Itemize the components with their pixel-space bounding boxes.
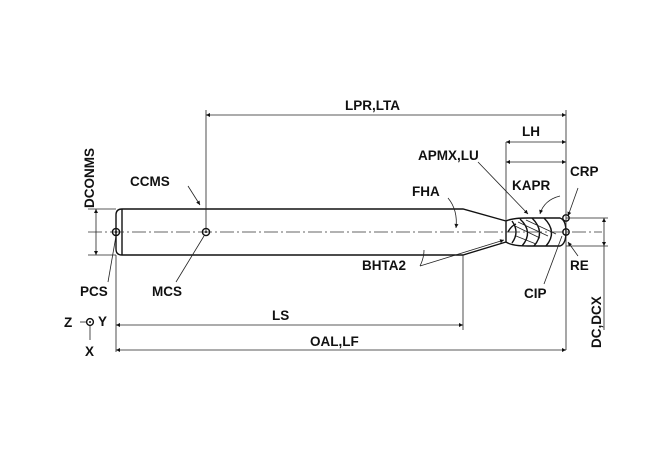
label-lpr-lta: LPR,LTA (345, 98, 400, 113)
re-leader (567, 241, 579, 257)
label-dconms: DCONMS (82, 148, 97, 208)
bhta2-leader (419, 239, 505, 267)
extension-lines (88, 110, 608, 352)
label-ccms: CCMS (130, 174, 170, 189)
tool-body (88, 208, 602, 256)
label-mcs: MCS (152, 284, 182, 299)
label-cip: CIP (524, 286, 547, 301)
apmx-leader (477, 161, 529, 215)
label-crp: CRP (570, 164, 599, 179)
label-kapr: KAPR (512, 178, 551, 193)
crp-marker-icon (562, 214, 570, 222)
label-re: RE (570, 258, 589, 273)
label-axis-y: Y (98, 314, 107, 329)
mcs-marker-icon (201, 227, 211, 237)
cip-marker-icon (562, 228, 570, 236)
mcs-leader (175, 235, 205, 283)
label-oal-lf: OAL,LF (310, 334, 359, 349)
label-pcs: PCS (80, 284, 108, 299)
fha-arc (447, 197, 459, 229)
label-fha: FHA (412, 184, 440, 199)
coordinate-markers (80, 214, 570, 340)
label-axis-z: Z (64, 315, 72, 330)
ccms-leader (187, 185, 201, 206)
bhta2-arc (419, 249, 425, 267)
labels: LPR,LTA LH APMX,LU DCONMS CCMS FHA KAPR … (64, 98, 604, 359)
pcs-marker-icon (111, 227, 121, 237)
crp-leader (567, 187, 579, 217)
label-lh: LH (522, 124, 540, 139)
label-ls: LS (272, 308, 289, 323)
dimension-lines (94, 113, 606, 352)
kapr-arc (539, 195, 561, 215)
label-apmx-lu: APMX,LU (418, 148, 479, 163)
label-axis-x: X (85, 344, 94, 359)
leaders (107, 161, 579, 285)
axis-origin-icon (85, 317, 95, 327)
cip-leader (543, 235, 563, 285)
pcs-leader (107, 235, 117, 283)
label-dc-dcx: DC,DCX (589, 296, 604, 348)
label-bhta2: BHTA2 (362, 258, 406, 273)
